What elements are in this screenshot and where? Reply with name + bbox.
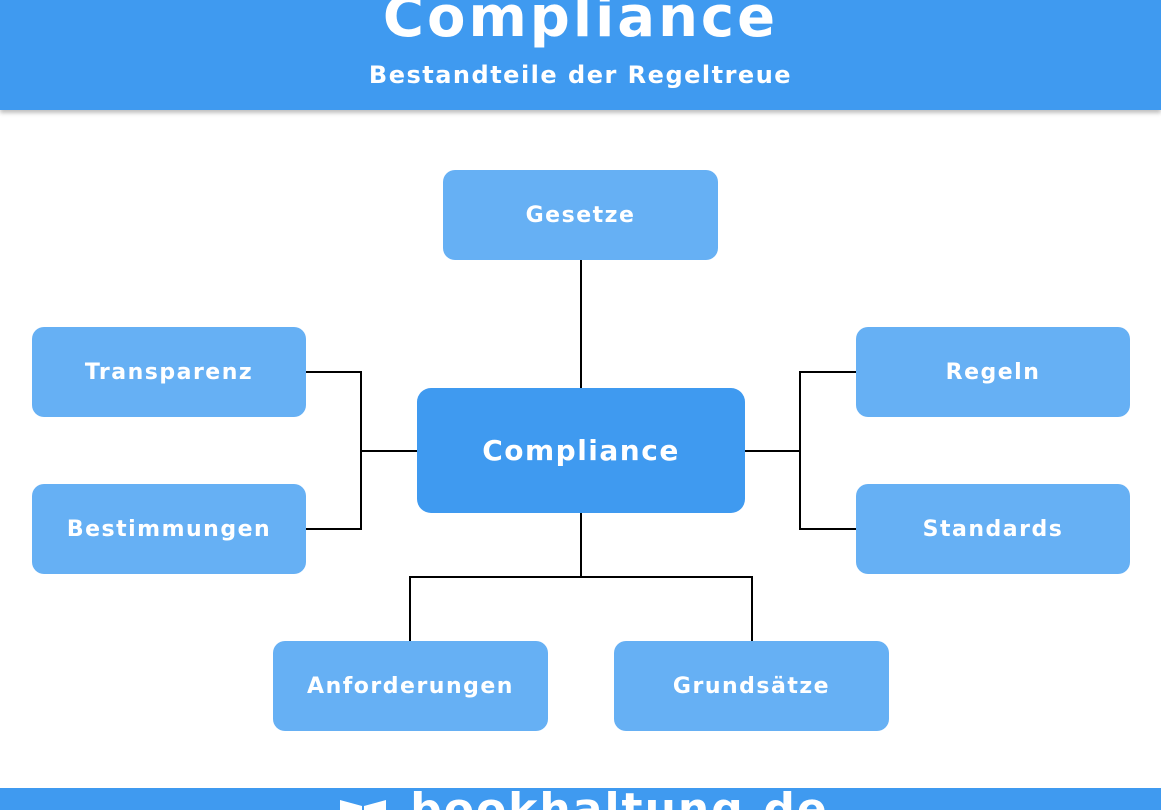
header-banner: Compliance Bestandteile der Regeltreue xyxy=(0,0,1161,110)
footer-brand: bookhaltung.de xyxy=(410,788,829,810)
book-logo-icon xyxy=(340,800,387,810)
node-bestimmungen: Bestimmungen xyxy=(32,484,306,574)
page-subtitle: Bestandteile der Regeltreue xyxy=(368,61,793,89)
node-transparenz: Transparenz xyxy=(32,327,306,417)
footer-banner: bookhaltung.de xyxy=(0,788,1161,810)
node-grundsaetze: Grundsätze xyxy=(614,641,889,731)
node-gesetze: Gesetze xyxy=(443,170,718,260)
node-anforderungen: Anforderungen xyxy=(273,641,548,731)
node-standards: Standards xyxy=(856,484,1130,574)
page-title: Compliance xyxy=(382,0,779,50)
node-regeln: Regeln xyxy=(856,327,1130,417)
node-compliance-center: Compliance xyxy=(417,388,745,513)
